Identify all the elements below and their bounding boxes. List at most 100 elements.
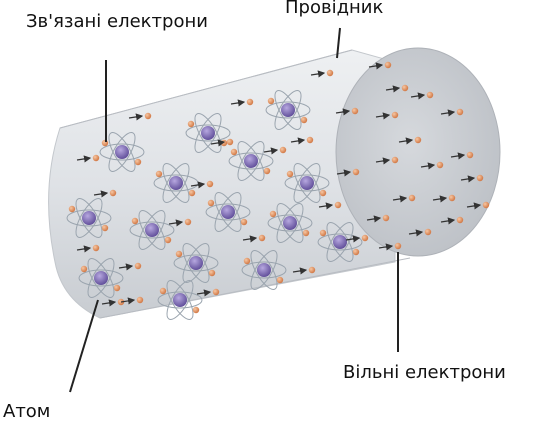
orbit-ring	[194, 113, 222, 153]
orbit-ring	[267, 214, 313, 232]
atom-icon	[284, 163, 330, 203]
drift-arrow-icon	[196, 289, 212, 297]
drift-arrow-icon	[290, 137, 306, 145]
electron-icon	[361, 234, 369, 242]
conductor-end-cap	[335, 47, 501, 257]
orbit-ring	[250, 250, 278, 290]
bound-electron-icon	[267, 97, 275, 105]
orbit-ring	[214, 192, 242, 232]
bound-electrons-label: Зв'язані електрони	[26, 11, 208, 32]
electron-icon	[456, 216, 464, 224]
bound-electron-icon	[319, 229, 327, 237]
orbit-ring	[274, 90, 302, 130]
drift-arrow-icon	[408, 229, 424, 237]
drift-arrow-icon	[93, 190, 109, 198]
drift-arrow-icon	[310, 70, 326, 78]
atom-icon	[267, 203, 313, 243]
free-electron-icon	[120, 296, 144, 305]
bound-electron-icon	[192, 306, 200, 314]
atom-icon	[157, 280, 203, 320]
electron-icon	[391, 156, 399, 164]
drift-arrow-icon	[336, 169, 352, 177]
orbit-ring	[75, 198, 103, 238]
bound-electron-icon	[230, 148, 238, 156]
electron-icon	[456, 108, 464, 116]
bound-electron-icon	[269, 210, 277, 218]
drift-arrow-icon	[230, 99, 246, 107]
electron-icon	[384, 61, 392, 69]
orbit-ring	[284, 174, 330, 192]
orbit-ring	[108, 132, 136, 172]
orbit-ring	[108, 132, 136, 172]
drift-arrow-icon	[368, 62, 384, 70]
bound-electron-icon	[134, 158, 142, 166]
nucleus-icon	[283, 216, 297, 230]
orbit-ring	[276, 203, 304, 243]
atom-icon	[173, 243, 219, 283]
bound-electron-icon	[164, 236, 172, 244]
orbit-ring	[317, 233, 363, 251]
electron-icon	[144, 112, 152, 120]
free-electrons-label: Вільні електрони	[343, 362, 506, 383]
electron-icon	[279, 146, 287, 154]
drift-arrow-icon	[335, 108, 351, 116]
drift-arrow-icon	[76, 245, 92, 253]
free-electron-icon	[93, 189, 117, 198]
electron-icon	[92, 154, 100, 162]
orbit-ring	[87, 258, 115, 298]
orbit-ring	[162, 163, 190, 203]
atoms-layer	[66, 90, 363, 320]
atom-pointer	[69, 299, 99, 393]
bound-electron-icon	[240, 218, 248, 226]
free-electron-icon	[263, 146, 287, 155]
atom-icon	[228, 141, 274, 181]
drift-arrow-icon	[466, 202, 482, 210]
free-electron-icon	[420, 161, 444, 170]
nucleus-icon	[201, 126, 215, 140]
nucleus-icon	[244, 154, 258, 168]
free-electron-icon	[466, 201, 490, 210]
bound-electron-icon	[188, 189, 196, 197]
drift-arrow-icon	[263, 147, 279, 155]
electron-icon	[476, 174, 484, 182]
orbit-ring	[166, 280, 194, 320]
electron-icon	[448, 194, 456, 202]
drift-arrow-icon	[398, 137, 414, 145]
free-electron-icon	[128, 112, 152, 121]
free-electron-icon	[385, 84, 409, 93]
free-electron-icon	[368, 61, 392, 70]
orbit-ring	[293, 163, 321, 203]
free-electron-icon	[76, 154, 100, 163]
electron-icon	[401, 84, 409, 92]
electron-icon	[394, 242, 402, 250]
conductor-pointer	[336, 27, 341, 59]
bound-electron-icon	[319, 189, 327, 197]
nucleus-icon	[94, 271, 108, 285]
drift-arrow-icon	[440, 109, 456, 117]
orbit-ring	[237, 141, 265, 181]
bound-electron-icon	[113, 284, 121, 292]
drift-arrow-icon	[345, 235, 361, 243]
nucleus-icon	[281, 103, 295, 117]
free-electron-icon	[375, 156, 399, 165]
electron-icon	[246, 98, 254, 106]
orbit-ring	[237, 141, 265, 181]
bound-electron-icon	[286, 170, 294, 178]
atom-icon	[66, 198, 112, 238]
bound-electron-icon	[207, 199, 215, 207]
electron-icon	[482, 201, 490, 209]
orbit-ring	[274, 90, 302, 130]
free-electron-icon	[378, 242, 402, 251]
free-electron-icon	[460, 174, 484, 183]
orbit-ring	[87, 258, 115, 298]
drift-arrow-icon	[101, 299, 117, 307]
free-electron-icon	[292, 266, 316, 275]
electron-icon	[206, 180, 214, 188]
drift-arrow-icon	[460, 175, 476, 183]
orbit-ring	[194, 113, 222, 153]
drift-arrow-icon	[76, 155, 92, 163]
atom-icon	[241, 250, 287, 290]
drift-arrow-icon	[120, 297, 136, 305]
